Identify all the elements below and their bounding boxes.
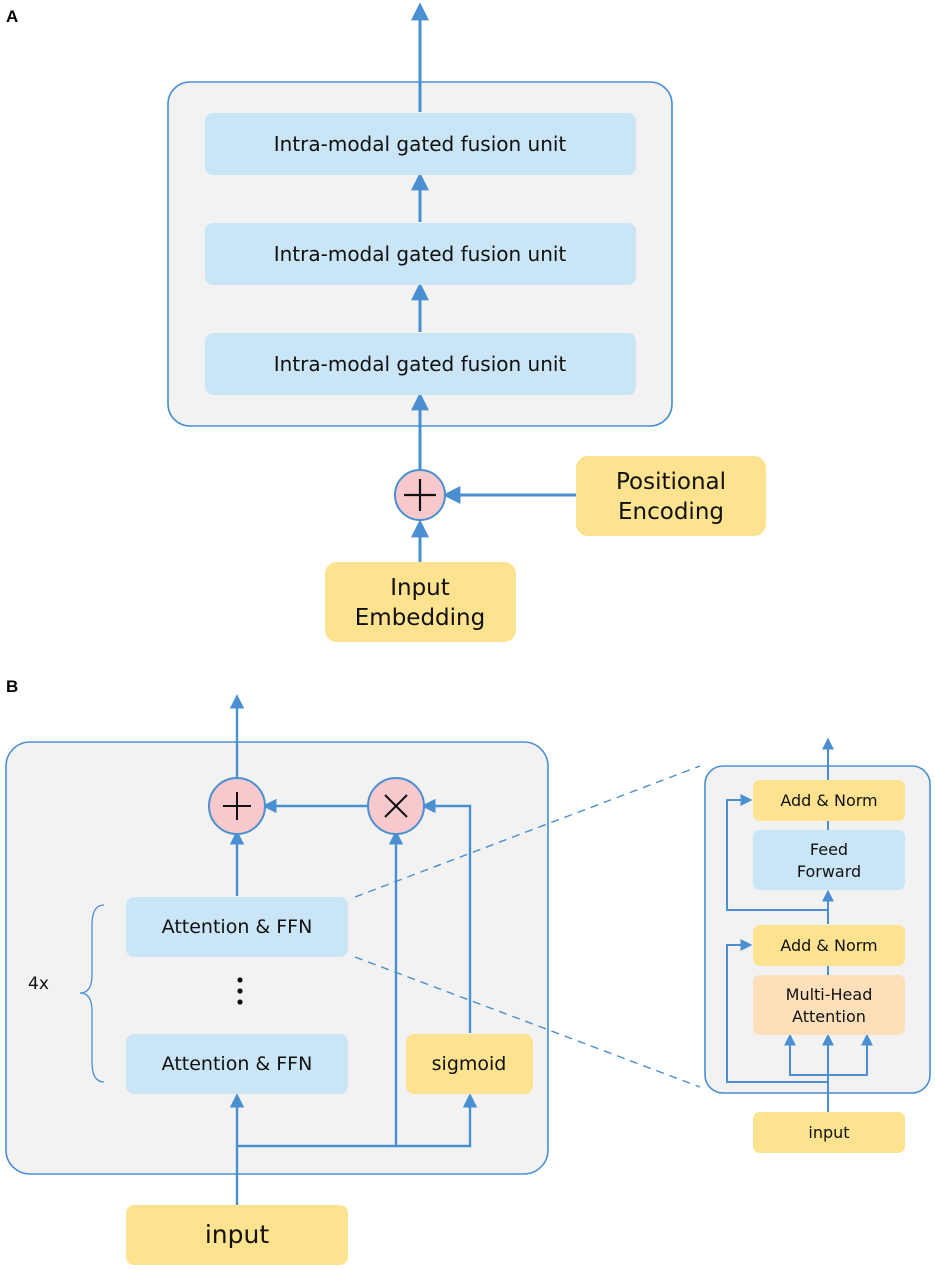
input-embedding-box	[325, 562, 516, 642]
repeat-count-label: 4x	[28, 974, 49, 994]
value-arrow	[828, 1033, 873, 1076]
fusion-unit-1-label: Intra-modal gated fusion unit	[274, 132, 567, 156]
fusion-unit-1	[205, 113, 636, 175]
fusion-unit-2	[205, 223, 636, 285]
multi-head-line1: Multi-Head	[786, 985, 873, 1004]
attention-ffn-bottom-label: Attention & FFN	[162, 1053, 313, 1075]
add-norm-bottom-label: Add & Norm	[780, 936, 877, 955]
attention-ffn-block-top	[126, 897, 348, 957]
query-arrow	[784, 1033, 828, 1076]
input-box	[126, 1205, 348, 1265]
positional-encoding-box	[576, 456, 766, 536]
fusion-unit-3-label: Intra-modal gated fusion unit	[274, 352, 567, 376]
detail-input-label: input	[808, 1123, 849, 1142]
sigmoid-label: sigmoid	[432, 1053, 507, 1075]
repeat-brace-icon	[79, 904, 105, 1083]
panel-a-label: A	[6, 7, 18, 26]
input-label: input	[205, 1220, 270, 1249]
panel-b-label: B	[6, 677, 18, 696]
residual-1-arrow	[726, 939, 828, 1083]
attention-ffn-top-label: Attention & FFN	[162, 916, 313, 938]
add-operator-icon	[394, 469, 446, 521]
detail-arrows	[726, 737, 873, 1112]
zoom-lines	[354, 765, 701, 1088]
residual-2-arrow	[726, 794, 828, 911]
multi-head-line2: Attention	[792, 1007, 866, 1026]
add-norm-top-box	[753, 780, 905, 821]
multiply-operator-icon	[367, 777, 425, 835]
detail-input-box	[753, 1112, 905, 1153]
sigmoid-to-multiply-arrow	[421, 798, 472, 1033]
ellipsis-icon	[237, 977, 243, 1005]
multi-head-attention-box	[753, 975, 905, 1035]
positional-encoding-line1: Positional	[616, 469, 726, 495]
add-norm-bottom-box	[753, 925, 905, 966]
add-operator-icon-b	[208, 777, 266, 835]
feed-forward-line1: Feed	[810, 840, 848, 859]
fusion-unit-3	[205, 333, 636, 395]
feed-forward-box	[753, 830, 905, 890]
panel-a-arrows	[411, 2, 576, 562]
attention-ffn-block-bottom	[126, 1034, 348, 1094]
input-embedding-line1: Input	[390, 575, 450, 601]
input-embedding-line2: Embedding	[355, 605, 485, 631]
fusion-unit-2-label: Intra-modal gated fusion unit	[274, 242, 567, 266]
feed-forward-line2: Forward	[797, 862, 861, 881]
input-to-sigmoid-arrow	[237, 1093, 478, 1148]
panel-b-arrows	[229, 694, 478, 1205]
positional-encoding-line2: Encoding	[618, 499, 724, 525]
add-norm-top-label: Add & Norm	[780, 791, 877, 810]
sigmoid-box	[406, 1034, 533, 1094]
